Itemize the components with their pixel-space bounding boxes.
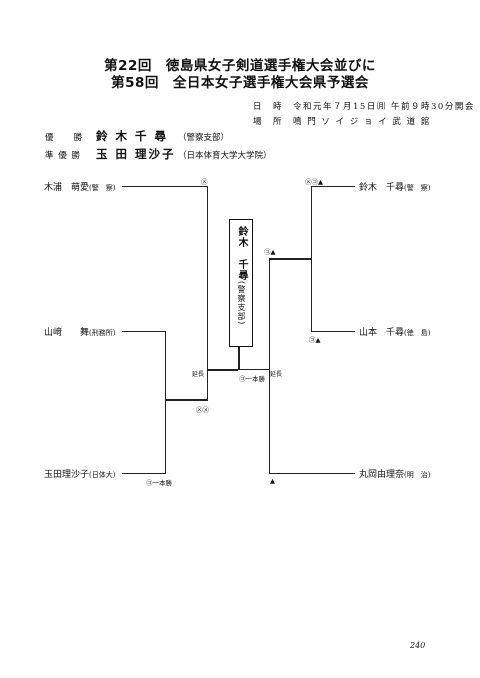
runner-up-team: （日本体育大学大学院） bbox=[178, 151, 272, 161]
mark-right-mid: ㋙▲ bbox=[264, 248, 276, 256]
note-encho-right: 延長 bbox=[270, 371, 283, 378]
player-team: (明 治) bbox=[404, 471, 431, 479]
page-number: 240 bbox=[410, 641, 426, 650]
player-right-2: 山本 千尋(徳 島) bbox=[359, 325, 430, 338]
player-left-3: 玉田理沙子(日体大) bbox=[44, 467, 115, 480]
bracket-line bbox=[165, 331, 166, 473]
player-team: (刑務所) bbox=[89, 329, 116, 337]
mark-left-semi: ㋱㋱ bbox=[196, 406, 209, 414]
bracket-line bbox=[122, 331, 166, 332]
runner-up-name: 玉 田 理沙子 bbox=[96, 147, 176, 161]
bracket-line bbox=[269, 258, 312, 260]
bracket-line bbox=[207, 186, 208, 400]
bracket-line bbox=[122, 473, 166, 474]
champion-label: 鈴木 千尋(警察支部) bbox=[230, 226, 252, 325]
champion-team: (警察支部) bbox=[237, 281, 246, 326]
bracket-line bbox=[122, 186, 208, 187]
mark-tamada: ㋙一本勝 bbox=[146, 479, 172, 487]
player-team: (警 察) bbox=[404, 184, 431, 192]
mark-final: ㋙一本勝 bbox=[239, 375, 265, 383]
event-date: 日 時 令和元年７月15日㈪ 午前９時30分開会 bbox=[253, 102, 475, 112]
winner-team: （警察支部） bbox=[178, 133, 230, 143]
bracket-line bbox=[269, 473, 355, 474]
player-team: (日体大) bbox=[89, 471, 116, 479]
player-name: 山本 千尋 bbox=[359, 328, 405, 338]
mark-kiura: ㋱ bbox=[201, 178, 208, 186]
bracket-line bbox=[311, 186, 355, 187]
bracket-line bbox=[269, 258, 270, 474]
bracket-line bbox=[311, 331, 355, 332]
title-line-1: 第22回 徳島県女子剣道選手権大会並びに bbox=[104, 58, 376, 74]
note-encho-left: 延長 bbox=[192, 371, 205, 378]
player-name: 山﨑 舞 bbox=[44, 328, 90, 338]
bracket-line bbox=[238, 345, 240, 370]
winner-name: 鈴 木 千 尋 bbox=[96, 129, 169, 143]
mark-yamamoto: ㋙▲ bbox=[309, 336, 321, 344]
player-name: 丸岡由理奈 bbox=[359, 470, 405, 480]
bracket-line bbox=[238, 369, 270, 370]
champion-name: 鈴木 千尋 bbox=[236, 226, 247, 281]
player-name: 木浦 萌愛 bbox=[44, 183, 90, 193]
player-left-2: 山﨑 舞(刑務所) bbox=[44, 325, 115, 338]
mark-right-top: ㋱㋙▲ bbox=[305, 178, 323, 186]
player-team: (警 察) bbox=[89, 184, 116, 192]
player-name: 玉田理沙子 bbox=[44, 470, 90, 480]
player-name: 鈴木 千尋 bbox=[359, 183, 405, 193]
player-team: (徳 島) bbox=[404, 329, 431, 337]
winner-label: 優 勝 bbox=[45, 133, 84, 143]
bracket-line bbox=[207, 369, 238, 371]
bracket-line bbox=[165, 399, 208, 401]
runner-up-label: 準 優 勝 bbox=[45, 151, 81, 161]
player-right-1: 鈴木 千尋(警 察) bbox=[359, 180, 430, 193]
champion-box: 鈴木 千尋(警察支部) bbox=[229, 219, 253, 347]
event-venue: 場 所 鳴 門 ソ イ ジ ョ イ 武 道 館 bbox=[253, 117, 431, 127]
mark-right-bottom: ▲ bbox=[270, 477, 275, 485]
player-right-3: 丸岡由理奈(明 治) bbox=[359, 467, 430, 480]
title-line-2: 第58回 全日本女子選手権大会県予選会 bbox=[111, 75, 369, 91]
player-left-1: 木浦 萌愛(警 察) bbox=[44, 180, 115, 193]
